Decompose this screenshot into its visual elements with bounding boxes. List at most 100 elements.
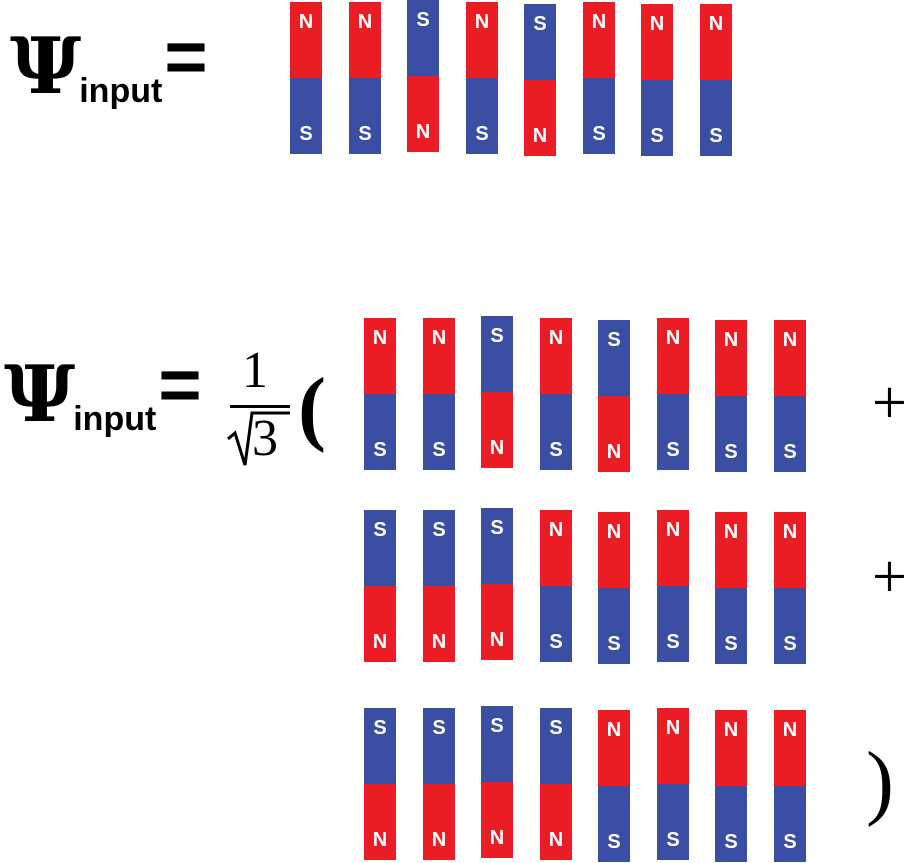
pole-label: S	[490, 517, 504, 539]
pole-label: S	[490, 325, 504, 347]
pole-label: N	[415, 121, 431, 143]
south-pole: S	[598, 588, 630, 664]
fraction-numerator: 1	[242, 342, 268, 399]
pole-label: S	[724, 633, 738, 655]
north-pole: N	[715, 512, 747, 588]
north-pole: N	[290, 2, 322, 78]
pole-label: S	[666, 439, 680, 461]
north-pole: N	[540, 318, 572, 394]
pole-label: N	[606, 441, 622, 463]
equation1-lhs: Ψ input =	[10, 20, 208, 111]
pole-label: S	[607, 633, 621, 655]
south-pole: S	[657, 784, 689, 860]
pole-label: N	[723, 329, 739, 351]
pole-label: S	[666, 631, 680, 653]
north-pole: N	[481, 584, 513, 660]
south-pole: S	[290, 78, 322, 154]
pole-label: N	[548, 829, 564, 851]
north-pole: N	[583, 2, 615, 78]
north-pole: N	[715, 710, 747, 786]
south-pole: S	[641, 80, 673, 156]
pole-label: S	[650, 125, 664, 147]
pole-label: N	[782, 719, 798, 741]
south-pole: S	[540, 708, 572, 784]
pole-label: S	[549, 717, 563, 739]
north-pole: N	[540, 510, 572, 586]
north-pole: N	[423, 318, 455, 394]
equation2-lhs: Ψ input =	[4, 348, 202, 440]
psi-subscript: input	[73, 400, 157, 438]
south-pole: S	[364, 510, 396, 586]
north-pole: N	[598, 396, 630, 472]
south-pole: S	[540, 394, 572, 470]
pole-label: S	[549, 631, 563, 653]
pole-label: S	[373, 717, 387, 739]
pole-label: N	[357, 11, 373, 33]
south-pole: S	[700, 80, 732, 156]
pole-label: N	[372, 327, 388, 349]
pole-label: N	[474, 11, 490, 33]
pole-label: S	[533, 13, 547, 35]
north-pole: N	[481, 392, 513, 468]
pole-label: N	[548, 327, 564, 349]
pole-label: S	[607, 831, 621, 853]
south-pole: S	[774, 786, 806, 862]
south-pole: S	[423, 510, 455, 586]
fraction-bar	[230, 405, 290, 408]
north-pole: N	[423, 784, 455, 860]
south-pole: S	[481, 706, 513, 782]
south-pole: S	[407, 0, 439, 76]
south-pole: S	[583, 78, 615, 154]
pole-label: N	[782, 521, 798, 543]
pole-label: N	[372, 829, 388, 851]
north-pole: N	[481, 782, 513, 858]
north-pole: N	[423, 586, 455, 662]
pole-label: N	[372, 631, 388, 653]
plus-sign-2: +	[872, 543, 907, 611]
pole-label: N	[431, 829, 447, 851]
south-pole: S	[774, 588, 806, 664]
south-pole: S	[598, 786, 630, 862]
south-pole: S	[715, 396, 747, 472]
south-pole: S	[540, 586, 572, 662]
south-pole: S	[364, 394, 396, 470]
pole-label: N	[532, 125, 548, 147]
pole-label: N	[591, 11, 607, 33]
south-pole: S	[466, 78, 498, 154]
pole-label: N	[489, 827, 505, 849]
pole-label: S	[783, 441, 797, 463]
pole-label: S	[709, 125, 723, 147]
psi-symbol: Ψ	[4, 349, 76, 440]
fraction-denominator: 3	[252, 410, 278, 467]
pole-label: S	[490, 715, 504, 737]
south-pole: S	[481, 316, 513, 392]
pole-label: S	[432, 439, 446, 461]
north-pole: N	[657, 318, 689, 394]
north-pole: N	[598, 710, 630, 786]
south-pole: S	[423, 394, 455, 470]
north-pole: N	[364, 318, 396, 394]
close-parenthesis: )	[866, 735, 894, 828]
pole-label: S	[373, 439, 387, 461]
pole-label: S	[783, 633, 797, 655]
pole-label: N	[606, 521, 622, 543]
equals-sign: =	[158, 343, 202, 426]
